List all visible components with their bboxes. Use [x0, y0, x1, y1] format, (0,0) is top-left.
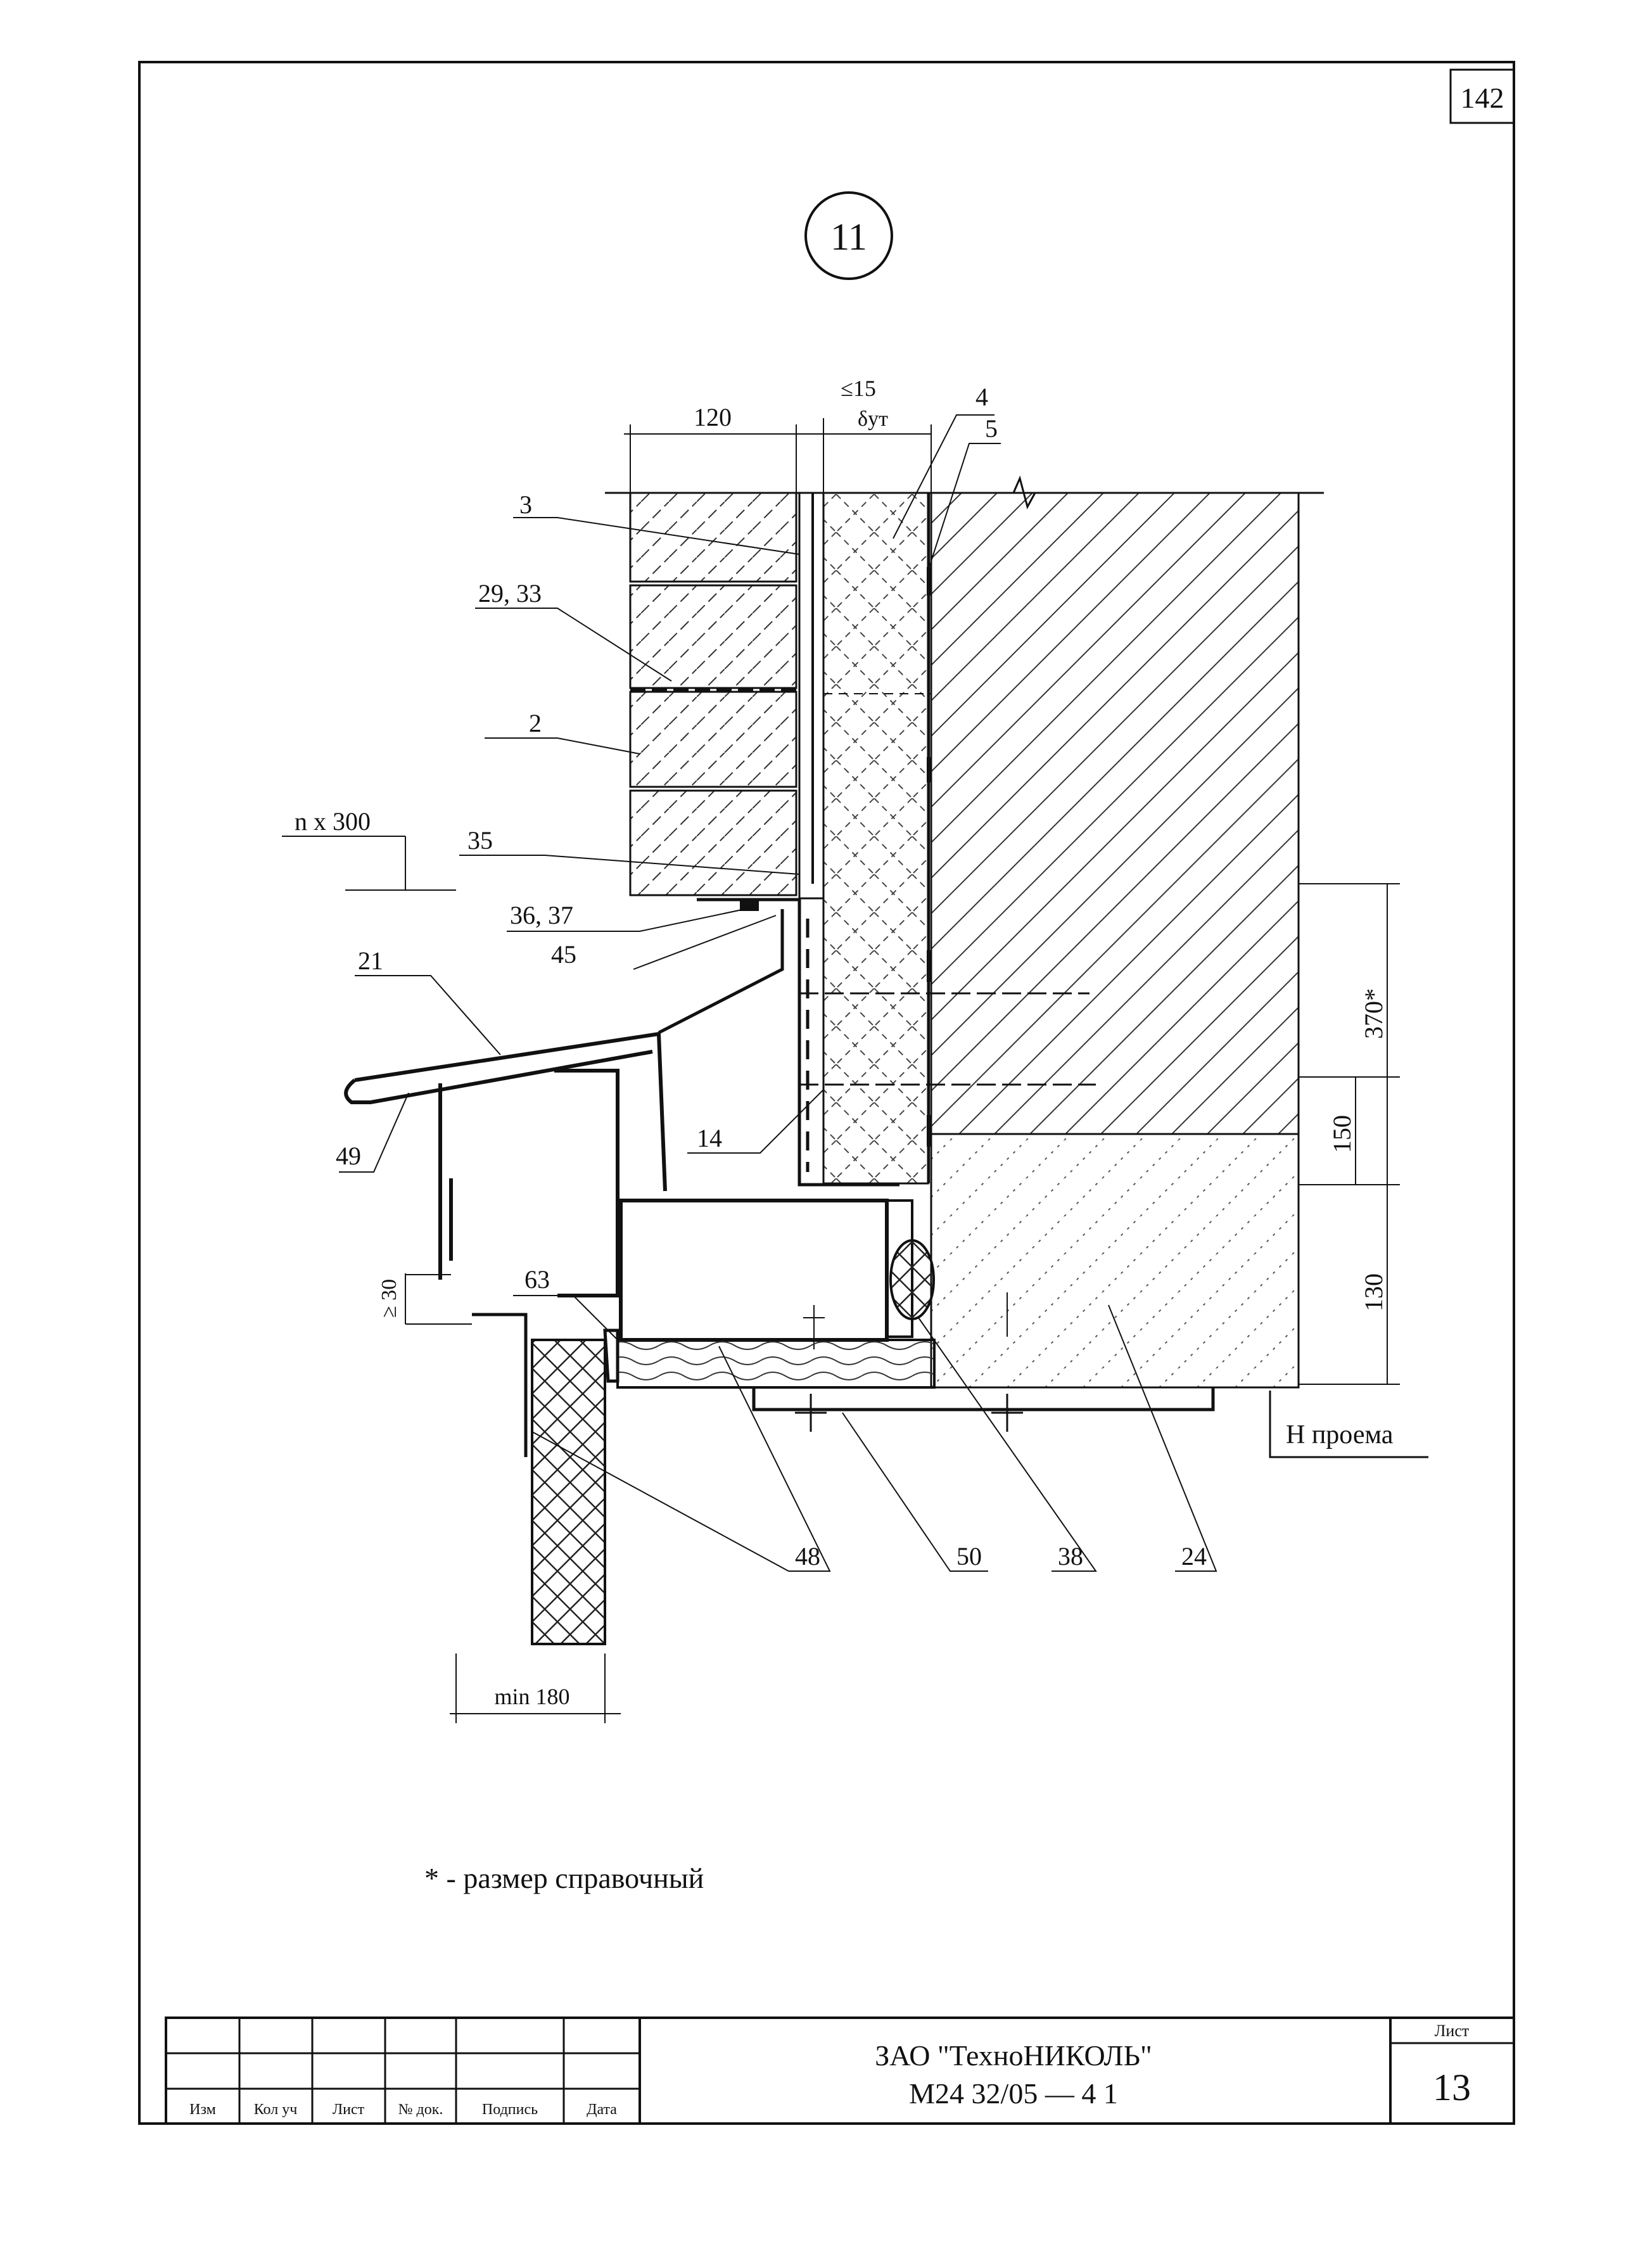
sill-flashing — [344, 1031, 667, 1192]
window-frame — [554, 1069, 913, 1349]
sheet-label: Лист — [1435, 2022, 1469, 2040]
dim-ins-label: δут — [858, 407, 888, 431]
callout-leaders — [339, 414, 1217, 1572]
dim-n300-label: n x 300 — [295, 807, 371, 836]
callout-21: 21 — [358, 946, 383, 975]
callout-4: 4 — [975, 383, 988, 411]
fasteners — [795, 1292, 1023, 1432]
dim-150-label: 150 — [1328, 1115, 1356, 1153]
insulation-layer — [822, 492, 929, 1185]
opening-height-label: Н проема — [1286, 1420, 1394, 1449]
callout-14: 14 — [697, 1124, 722, 1152]
callout-63: 63 — [524, 1265, 550, 1294]
company-name: ЗАО "ТехноНИКОЛЬ" — [875, 2039, 1152, 2072]
detail-marker: 11 — [804, 191, 893, 280]
dim-30-label: ≥ 30 — [378, 1279, 401, 1318]
concrete-wall — [930, 492, 1300, 1135]
callout-labels: 3 29, 33 2 4 5 35 36, 37 45 21 49 14 63 … — [336, 383, 1207, 1570]
header-signature: Подпись — [482, 2101, 538, 2118]
header-doc-no: № док. — [398, 2101, 443, 2118]
callout-2: 2 — [529, 709, 542, 737]
callout-48: 48 — [795, 1542, 820, 1570]
document-code: М24 32/05 — 4 1 — [909, 2077, 1118, 2110]
break-line — [605, 475, 1324, 510]
dimension-120: 120 — [624, 403, 801, 493]
dimension-n300: n x 300 — [282, 807, 456, 891]
callout-49: 49 — [336, 1142, 361, 1170]
dimension-15: ≤15 δут — [797, 376, 932, 493]
header-izm: Изм — [189, 2101, 216, 2118]
anchors — [799, 992, 1096, 1086]
header-list: Лист — [333, 2101, 365, 2118]
callout-35: 35 — [467, 826, 493, 855]
dim-15-label: ≤15 — [841, 376, 876, 401]
opening-height-mark: Н проема — [1269, 1391, 1428, 1458]
sandwich-panel — [531, 1339, 606, 1645]
dim-120-label: 120 — [694, 403, 732, 431]
dim-370-label: 370* — [1359, 988, 1388, 1039]
dimension-30: ≥ 30 — [378, 1273, 472, 1325]
callout-24: 24 — [1181, 1542, 1207, 1570]
lintel-block — [930, 1133, 1300, 1389]
callout-50: 50 — [956, 1542, 982, 1570]
bottom-plate — [752, 1387, 1215, 1411]
callout-5: 5 — [985, 414, 998, 443]
sheet-number: 13 — [1433, 2067, 1471, 2108]
callout-45: 45 — [551, 940, 576, 969]
dimension-min180: min 180 — [450, 1653, 621, 1723]
detail-number: 11 — [830, 216, 867, 258]
dimension-right: 370* 150 130 — [1299, 883, 1400, 1385]
reference-note: * - размер справочный — [424, 1862, 704, 1894]
callout-36-37: 36, 37 — [510, 901, 573, 929]
callout-3: 3 — [519, 490, 532, 519]
dim-min180-label: min 180 — [494, 1684, 569, 1709]
compressible-seal — [889, 1239, 935, 1320]
wooden-block — [616, 1339, 936, 1389]
page-number-box: 142 — [1449, 68, 1515, 124]
dim-130-label: 130 — [1359, 1273, 1388, 1311]
brick-cladding — [629, 492, 797, 896]
callout-38: 38 — [1058, 1542, 1083, 1570]
header-kol-uch: Кол уч — [254, 2101, 298, 2118]
title-block: Изм Кол уч Лист № док. Подпись Дата ЗАО … — [165, 2016, 1515, 2125]
page-number: 142 — [1461, 82, 1504, 114]
header-date: Дата — [587, 2101, 617, 2118]
callout-29-33: 29, 33 — [478, 579, 542, 608]
